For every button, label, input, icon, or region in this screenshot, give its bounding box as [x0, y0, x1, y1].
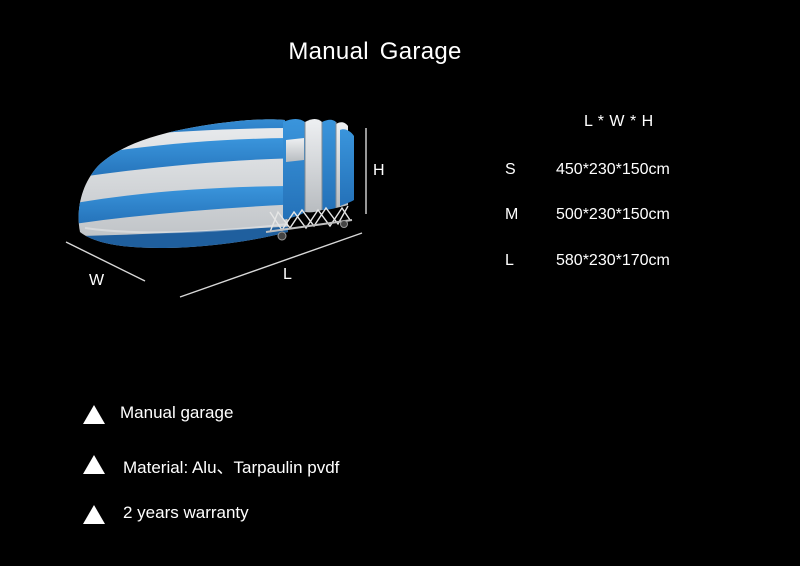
feature-item: Material: Alu、Tarpaulin pvdf — [0, 453, 800, 479]
canopy-body — [78, 119, 288, 248]
spec-size-label: M — [505, 206, 519, 223]
height-label: H — [373, 162, 385, 179]
spec-row: S 450*230*150cm — [0, 161, 800, 183]
feature-text: Material: Alu、Tarpaulin pvdf — [123, 458, 340, 477]
width-label: W — [89, 272, 105, 289]
spec-dimensions: 580*230*170cm — [556, 252, 670, 269]
feature-item: 2 years warranty — [0, 503, 800, 529]
feature-text: 2 years warranty — [123, 503, 249, 522]
spec-row: L 580*230*170cm — [0, 252, 800, 274]
wheel-icon — [340, 220, 348, 228]
spec-dimensions: 450*230*150cm — [556, 161, 670, 178]
spec-size-label: L — [505, 252, 514, 269]
garage-illustration — [65, 119, 367, 298]
length-dimension-line — [179, 232, 363, 298]
folded-sections — [283, 119, 354, 220]
spec-size-label: S — [505, 161, 516, 178]
length-label: L — [283, 266, 292, 283]
wheel-icon — [277, 231, 287, 241]
scissor-frame — [265, 205, 353, 233]
spec-dimensions: 500*230*150cm — [556, 206, 670, 223]
feature-text: Manual garage — [120, 403, 234, 422]
triangle-bullet-icon — [83, 455, 105, 474]
width-dimension-line — [65, 241, 146, 282]
spec-row: M 500*230*150cm — [0, 206, 800, 228]
triangle-bullet-icon — [83, 505, 105, 524]
page-title: Manual Garage — [288, 38, 462, 65]
feature-item: Manual garage — [0, 403, 800, 429]
spec-table-header: L * W * H — [584, 113, 654, 130]
triangle-bullet-icon — [83, 405, 105, 424]
